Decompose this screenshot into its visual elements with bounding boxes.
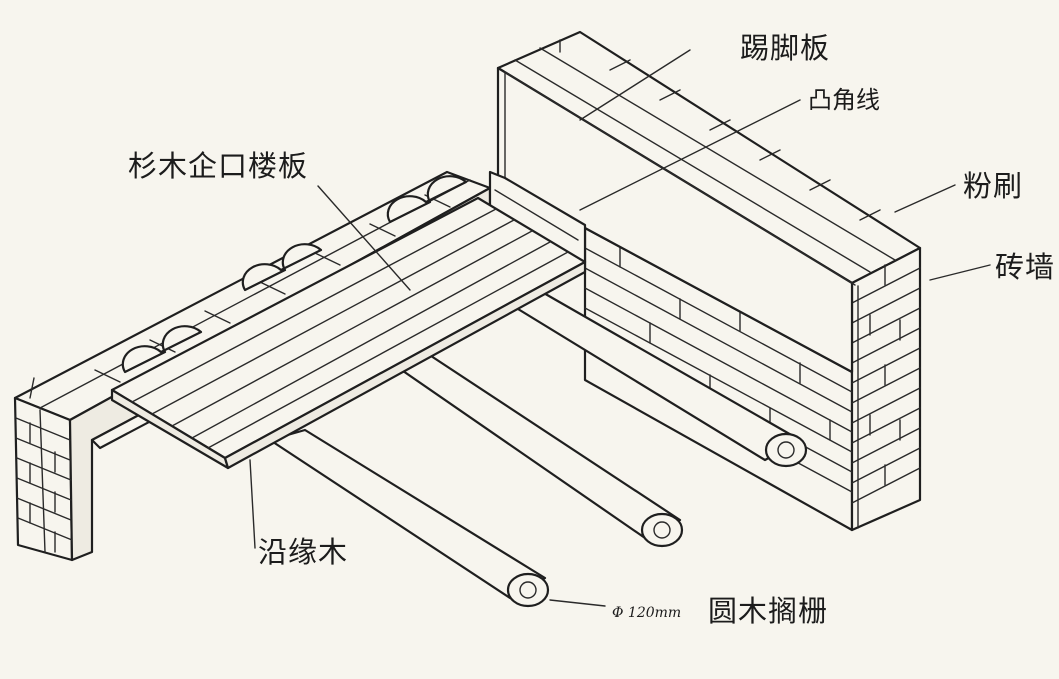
label-convex-corner-line: 凸角线	[808, 86, 880, 114]
back-wall-top-bricks	[514, 39, 896, 273]
label-plaster: 粉刷	[963, 169, 1023, 203]
label-joist-spec: Φ 120mm	[612, 605, 681, 621]
label-edge-timber: 沿缘木	[258, 535, 348, 569]
leader-lines	[29, 49, 991, 607]
round-timber-joists	[121, 175, 808, 608]
back-wall-end-bricks	[851, 264, 921, 504]
skirting-plaster-panel	[496, 66, 856, 374]
floor-boards	[110, 196, 587, 470]
left-wall-brick-courses	[15, 417, 73, 553]
label-round-timber-joist: 圆木搁栅	[708, 594, 828, 628]
label-fir-floor: 杉木企口楼板	[128, 149, 308, 183]
floor-board-joints	[131, 208, 569, 449]
label-skirting-board: 踢脚板	[740, 31, 830, 65]
label-brick-wall: 砖墙	[995, 250, 1055, 284]
